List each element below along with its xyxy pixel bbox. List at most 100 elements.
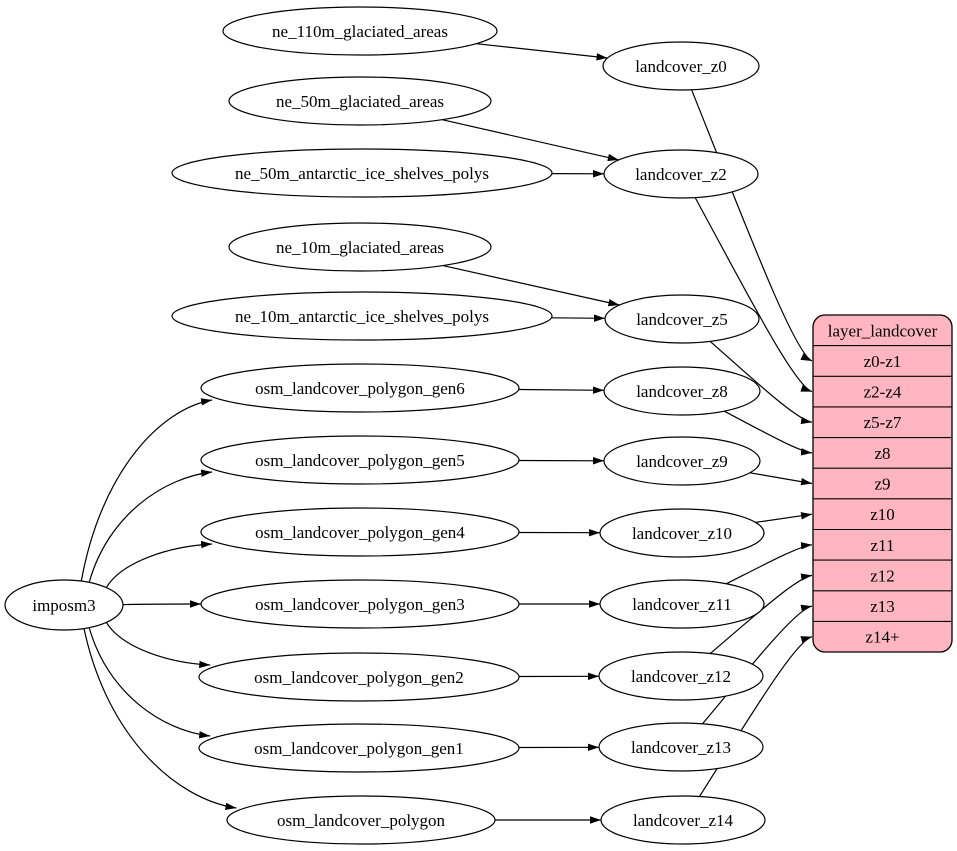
edge-ne_110m_glaciated_areas-landcover_z0	[476, 43, 608, 61]
node-ellipse	[4, 579, 124, 631]
edge-ne_50m_glaciated_areas-landcover_z2	[442, 119, 619, 162]
record-row-label: z14+	[865, 628, 899, 647]
node-ellipse	[603, 366, 761, 416]
node-label: landcover_z8	[636, 382, 728, 401]
node-ellipse	[171, 148, 553, 198]
node-landcover_z8: landcover_z8	[603, 366, 761, 416]
node-label: landcover_z12	[631, 667, 731, 686]
node-label: landcover_z13	[631, 738, 731, 757]
node-osm_landcover_polygon_gen4: osm_landcover_polygon_gen4	[200, 507, 520, 557]
node-landcover_z9: landcover_z9	[603, 436, 761, 486]
node-label: landcover_z0	[635, 57, 727, 76]
record-row-label: z8	[874, 444, 890, 463]
node-ellipse	[600, 795, 766, 845]
node-label: osm_landcover_polygon_gen6	[255, 379, 465, 398]
edge-ne_10m_glaciated_areas-landcover_z5	[442, 265, 620, 307]
edge-landcover_z0-row-z0-z1	[691, 89, 813, 362]
record-row-label: z5-z7	[864, 413, 902, 432]
edge-landcover_z11-row-z11	[726, 542, 813, 585]
record-row-label: z11	[871, 536, 895, 555]
node-ellipse	[603, 149, 759, 199]
edge-landcover_z2-row-z2-z4	[694, 197, 813, 393]
node-ellipse	[599, 508, 765, 558]
node-label: ne_50m_glaciated_areas	[276, 92, 444, 111]
record-row-label: z13	[870, 597, 895, 616]
node-layer-landcover: layer_landcover z0-z1 z2-z4 z5-z7 z8 z9 z10 z11…	[812, 314, 953, 653]
edge-landcover_z8-row-z8	[724, 410, 813, 456]
edge-imposm3-osm_landcover_polygon_gen3	[122, 600, 202, 608]
node-ellipse	[598, 722, 764, 772]
record-row-label: z0-z1	[864, 352, 902, 371]
node-label: ne_110m_glaciated_areas	[272, 22, 448, 41]
record-outline	[812, 314, 953, 653]
node-ellipse	[171, 291, 553, 341]
edge-landcover_z9-row-z9	[749, 472, 813, 486]
node-ne_10m_glaciated_areas: ne_10m_glaciated_areas	[228, 222, 492, 272]
node-label: landcover_z11	[632, 595, 731, 614]
edge-landcover_z5-row-z5-z7	[709, 340, 813, 425]
node-label: ne_10m_glaciated_areas	[276, 238, 444, 257]
node-label: landcover_z2	[635, 165, 727, 184]
edge-landcover_z10-row-z10	[755, 512, 813, 523]
node-ellipse	[228, 76, 492, 126]
node-ne_10m_antarctic_ice_shelves_polys: ne_10m_antarctic_ice_shelves_polys	[171, 291, 553, 341]
node-label: osm_landcover_polygon_gen4	[255, 523, 465, 542]
node-ellipse	[603, 436, 761, 486]
node-ne_50m_antarctic_ice_shelves_polys: ne_50m_antarctic_ice_shelves_polys	[171, 148, 553, 198]
node-osm_landcover_polygon_gen3: osm_landcover_polygon_gen3	[200, 579, 520, 629]
edge-imposm3-osm_landcover_polygon_gen1	[88, 627, 211, 739]
node-ellipse	[599, 579, 765, 629]
edge-imposm3-osm_landcover_polygon	[83, 628, 237, 811]
node-ellipse	[226, 795, 496, 845]
record-row-label: z12	[870, 566, 895, 585]
node-label: imposm3	[32, 596, 95, 615]
edge-landcover_z12-row-z12	[709, 573, 813, 655]
node-osm_landcover_polygon_gen5: osm_landcover_polygon_gen5	[200, 435, 520, 485]
node-landcover_z5: landcover_z5	[604, 294, 760, 344]
node-osm_landcover_polygon_gen6: osm_landcover_polygon_gen6	[200, 363, 520, 413]
node-osm_landcover_polygon_gen1: osm_landcover_polygon_gen1	[198, 723, 520, 773]
edge-imposm3-osm_landcover_polygon_gen2	[105, 622, 211, 669]
record-row-label: z2-z4	[864, 383, 902, 402]
edge-imposm3-osm_landcover_polygon_gen5	[88, 469, 213, 583]
record-row-label: z9	[874, 474, 890, 493]
node-label: osm_landcover_polygon_gen2	[254, 668, 464, 687]
node-ne_110m_glaciated_areas: ne_110m_glaciated_areas	[222, 6, 498, 56]
node-ne_50m_glaciated_areas: ne_50m_glaciated_areas	[228, 76, 492, 126]
node-landcover_z0: landcover_z0	[602, 41, 760, 91]
node-landcover_z11: landcover_z11	[599, 579, 765, 629]
node-ellipse	[198, 723, 520, 773]
edge-imposm3-osm_landcover_polygon_gen4	[105, 540, 213, 588]
node-label: landcover_z9	[636, 452, 728, 471]
node-osm_landcover_polygon: osm_landcover_polygon	[226, 795, 496, 845]
node-landcover_z2: landcover_z2	[603, 149, 759, 199]
node-ellipse	[200, 435, 520, 485]
node-landcover_z12: landcover_z12	[598, 651, 764, 701]
node-landcover_z14: landcover_z14	[600, 795, 766, 845]
node-label: landcover_z10	[632, 524, 732, 543]
node-landcover_z10: landcover_z10	[599, 508, 765, 558]
record-row-label: z10	[870, 505, 895, 524]
node-label: landcover_z14	[633, 811, 734, 830]
node-ellipse	[602, 41, 760, 91]
node-label: ne_10m_antarctic_ice_shelves_polys	[235, 307, 489, 326]
edge-osm_landcover_polygon_gen6-landcover_z8	[518, 386, 605, 394]
edge-ne_10m_antarctic_ice_shelves_polys-landcover_z5	[551, 314, 606, 322]
node-landcover_z13: landcover_z13	[598, 722, 764, 772]
node-ellipse	[222, 6, 498, 56]
record-title: layer_landcover	[828, 321, 938, 340]
node-label: osm_landcover_polygon_gen1	[254, 739, 464, 758]
node-ellipse	[200, 579, 520, 629]
node-ellipse	[200, 507, 520, 557]
edges	[80, 43, 813, 824]
node-imposm3: imposm3	[4, 579, 124, 631]
node-osm_landcover_polygon_gen2: osm_landcover_polygon_gen2	[198, 652, 520, 702]
node-label: osm_landcover_polygon_gen3	[255, 595, 465, 614]
node-ellipse	[198, 652, 520, 702]
node-ellipse	[200, 363, 520, 413]
node-ellipse	[604, 294, 760, 344]
node-label: ne_50m_antarctic_ice_shelves_polys	[235, 164, 489, 183]
node-label: osm_landcover_polygon_gen5	[255, 451, 465, 470]
edge-imposm3-osm_landcover_polygon_gen6	[80, 398, 213, 582]
